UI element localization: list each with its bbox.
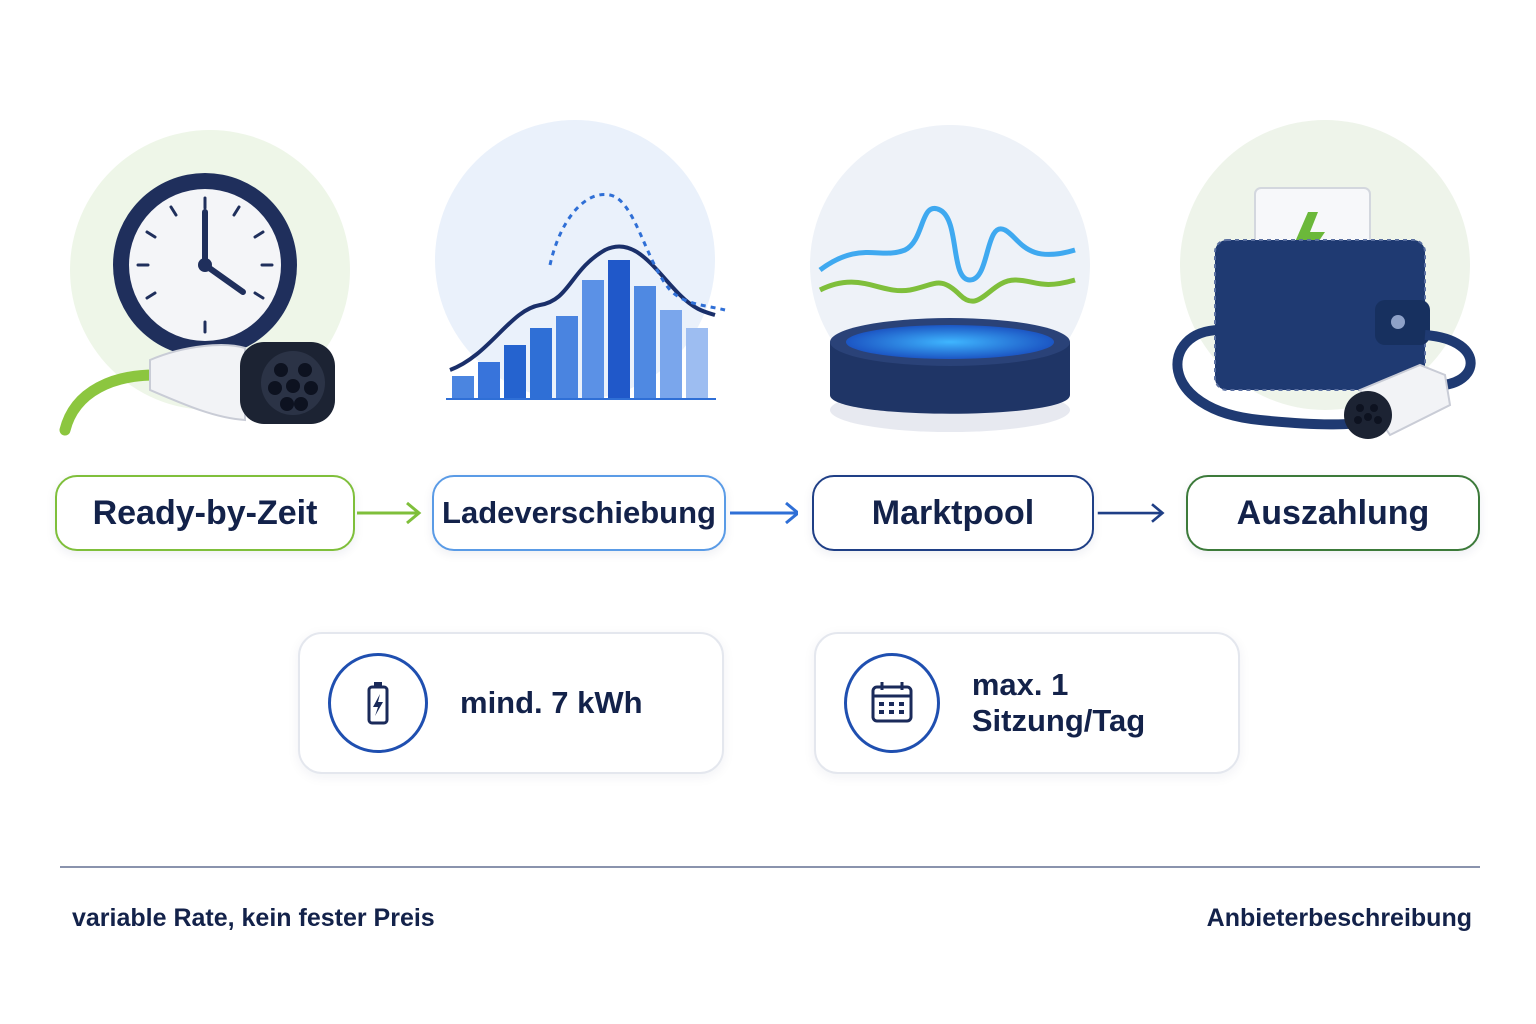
step-auszahlung: Auszahlung [1186, 475, 1480, 551]
step-label: Ready-by-Zeit [92, 493, 318, 532]
step-ready-by-zeit: Ready-by-Zeit [55, 475, 355, 551]
condition-card-energy: mind. 7 kWh [298, 632, 724, 774]
arrow-right-icon [1097, 503, 1165, 523]
step-marktpool: Marktpool [812, 475, 1094, 551]
step-label: Ladeverschiebung [442, 495, 716, 530]
clock-with-charging-plug-icon [45, 120, 365, 450]
energy-pool-icon [800, 120, 1120, 450]
calendar-icon [844, 653, 940, 753]
condition-text: mind. 7 kWh [460, 685, 643, 720]
divider [60, 866, 1480, 868]
footnote-source: Anbieterbeschreibung [1206, 904, 1472, 932]
arrow-right-icon [730, 501, 798, 525]
step-ladeverschiebung: Ladeverschiebung [432, 475, 726, 551]
condition-text: max. 1 Sitzung/Tag [971, 667, 1146, 738]
step-label: Marktpool [871, 493, 1035, 532]
arrow-right-icon [357, 501, 422, 525]
footnote-rate: variable Rate, kein fester Preis [72, 904, 435, 932]
condition-card-sessions: max. 1 Sitzung/Tag [814, 632, 1240, 774]
wallet-with-charging-plug-icon [1160, 120, 1480, 450]
step-label: Auszahlung [1236, 493, 1430, 532]
bar-chart-icon [420, 120, 740, 450]
battery-icon [328, 653, 428, 753]
